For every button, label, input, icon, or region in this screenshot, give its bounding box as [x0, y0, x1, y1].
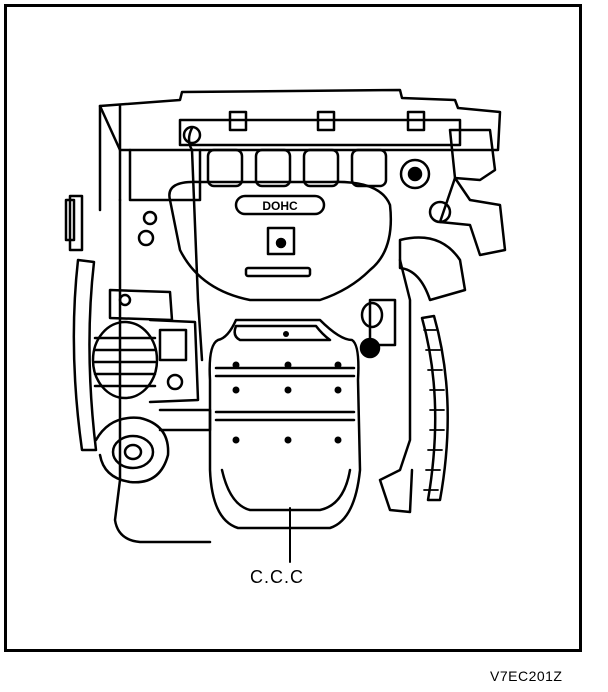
crank-pulley [64, 194, 170, 484]
figure-code: V7EC201Z [490, 668, 563, 684]
ccc-shield [208, 318, 362, 530]
shield-bolts [232, 331, 342, 444]
dipstick-tube [182, 125, 204, 362]
ccc-callout-label: C.C.C [250, 567, 304, 587]
heat-shield [137, 180, 392, 302]
flywheel [420, 314, 449, 502]
coolant-outlet [398, 128, 507, 302]
engine-block [113, 198, 414, 544]
alternator [91, 288, 200, 404]
valve-cover [98, 88, 502, 212]
plate-text: DOHC [262, 199, 298, 213]
